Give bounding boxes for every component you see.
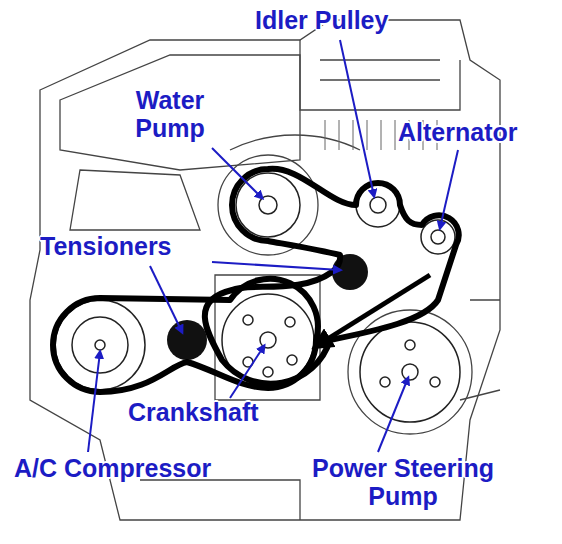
part-label: Idler Pulley [255, 6, 435, 34]
part-label: Tensioners [40, 232, 215, 260]
part-label: Crankshaft [128, 398, 298, 426]
part-label: Power Steering Pump [288, 454, 518, 510]
part-label: Alternator [398, 118, 558, 146]
rotation-arrow [318, 275, 430, 345]
part-label: A/C Compressor [14, 454, 274, 482]
part-label: Water Pump [115, 86, 225, 142]
engine-block [30, 20, 500, 520]
tensioner [167, 320, 207, 360]
